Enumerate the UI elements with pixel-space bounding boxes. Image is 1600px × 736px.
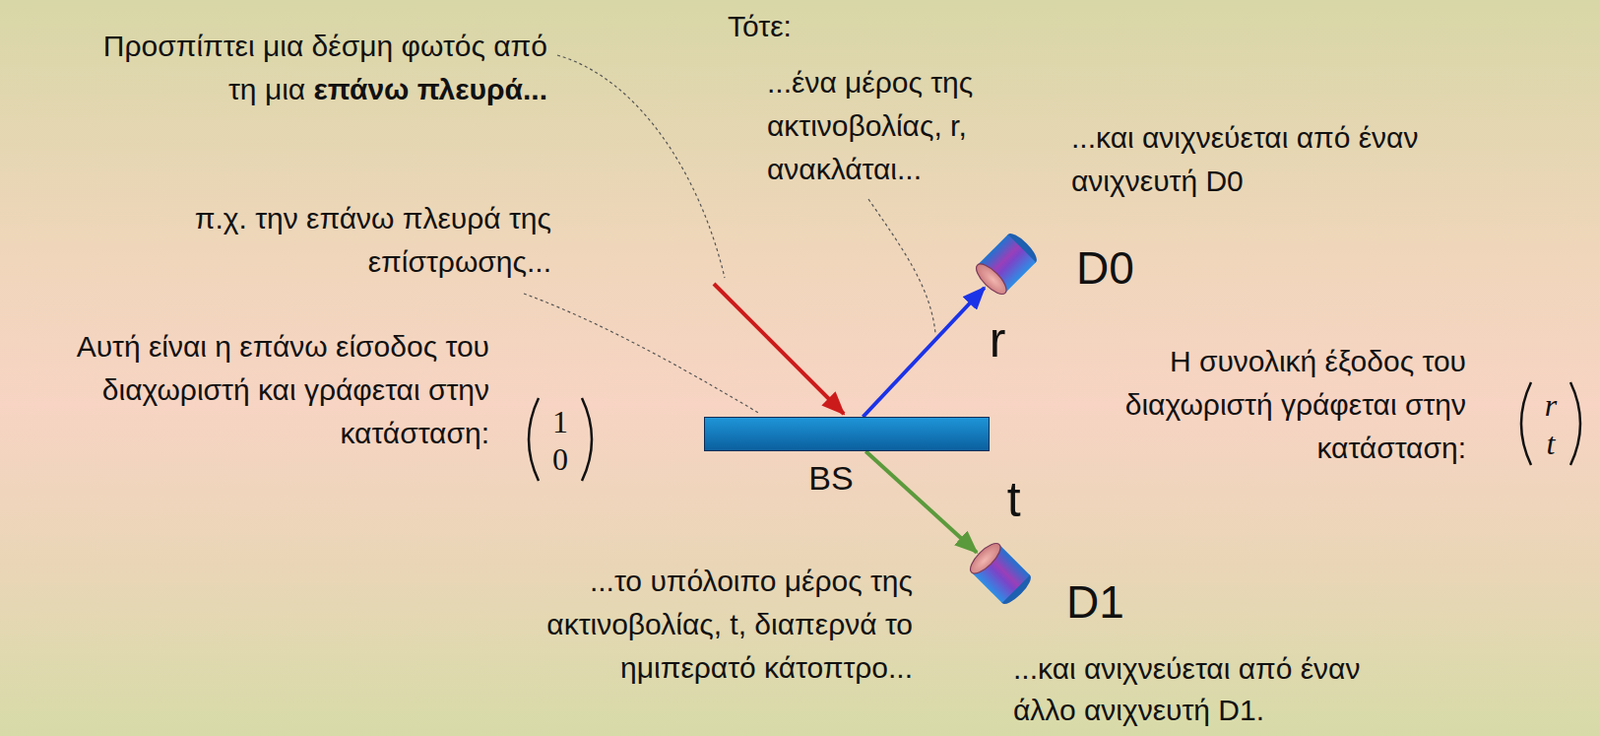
annotation: Αυτή είναι η επάνω είσοδος του διαχωριστ…	[21, 324, 490, 455]
matrix-entry: 0	[552, 443, 569, 475]
beam-label: t	[1007, 474, 1022, 524]
annotation: ...και ανιχνεύεται από έναν άλλο ανιχνευ…	[1013, 647, 1417, 731]
beam-splitter: BS	[704, 416, 990, 451]
annotation-text: ...και ανιχνεύεται από έναν άλλο ανιχνευ…	[1013, 651, 1360, 726]
annotation-text: ...ένα μέρος της ακτινοβολίας, r, ανακλά…	[767, 65, 973, 186]
annotation-text: ...το υπόλοιπο μέρος της ακτινοβολίας, t…	[546, 564, 913, 684]
incident-beam	[713, 283, 844, 414]
annotation-text: Αυτή είναι η επάνω είσοδος του διαχωριστ…	[76, 329, 490, 449]
light-beam	[862, 287, 984, 417]
matrix-bracket	[528, 397, 539, 481]
annotation-text: ...και ανιχνεύεται από έναν ανιχνευτή D0	[1071, 121, 1418, 197]
annotation: π.χ. την επάνω πλευρά της επίστρωσης...	[128, 196, 552, 284]
annotation: Τότε:	[727, 4, 925, 49]
leader-line	[523, 293, 761, 414]
annotation: Η συνολική έξοδος του διαχωριστή γράφετα…	[1101, 339, 1467, 470]
detector: D0	[982, 228, 1042, 288]
beam-label: r	[989, 315, 1007, 365]
light-beam	[865, 450, 977, 553]
matrix-bracket	[1570, 382, 1581, 465]
annotation: ...ένα μέρος της ακτινοβολίας, r, ανακλά…	[767, 61, 1053, 192]
detector: D1	[976, 549, 1036, 609]
annotation-text: Τότε:	[727, 9, 792, 43]
matrix-bracket	[581, 397, 592, 481]
annotation-text: π.χ. την επάνω πλευρά της επίστρωσης...	[194, 201, 552, 278]
annotation-text: επάνω πλευρά...	[314, 72, 548, 106]
annotation: ...και ανιχνεύεται από έναν ανιχνευτή D0	[1071, 116, 1456, 203]
detector-symbol	[976, 549, 1036, 609]
node-label: D0	[1076, 245, 1135, 291]
matrix-entry: 1	[552, 405, 569, 438]
node-label: BS	[808, 460, 853, 495]
node-label: D1	[1066, 578, 1125, 625]
matrix-entry: r	[1544, 388, 1557, 421]
detector-symbol	[982, 228, 1042, 288]
leader-line	[868, 198, 936, 333]
leader-line	[557, 55, 725, 278]
annotation: Προσπίπτει μια δέσμη φωτός από τη μιαεπά…	[84, 24, 548, 112]
annotation-text: Η συνολική έξοδος του διαχωριστή γράφετα…	[1125, 344, 1467, 464]
annotation: ...το υπόλοιπο μέρος της ακτινοβολίας, t…	[489, 559, 913, 690]
matrix-entry: t	[1546, 427, 1556, 459]
matrix-bracket	[1521, 382, 1532, 465]
